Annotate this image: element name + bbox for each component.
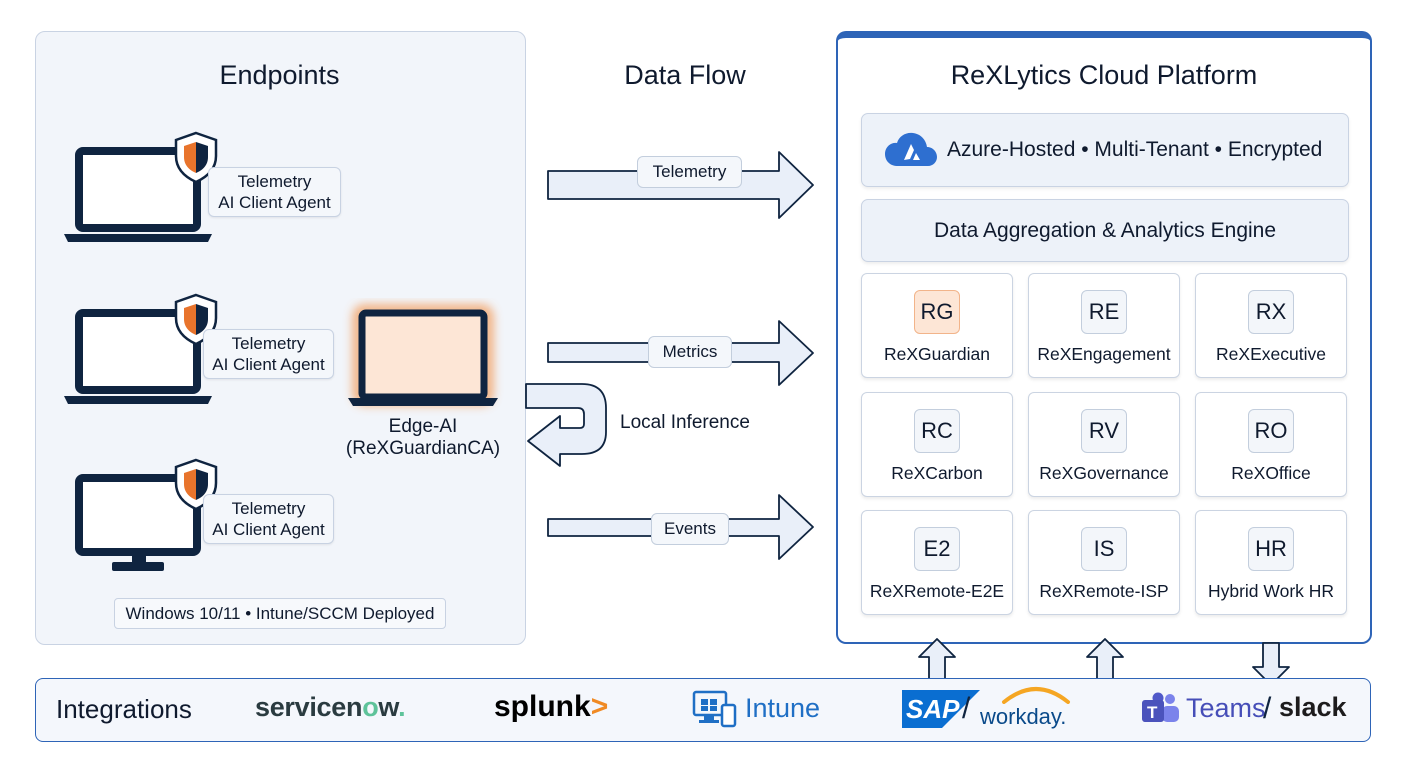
sap-logo-text: SAP (906, 694, 960, 724)
down-arrow-icon (1252, 642, 1290, 686)
edge-ai-laptop-icon (348, 305, 498, 406)
agent-label-line: AI Client Agent (218, 193, 331, 212)
workday-logo[interactable]: workday. (980, 704, 1067, 729)
edge-ai-label: Edge-AI (ReXGuardianCA) (338, 416, 508, 460)
module-name: Hybrid Work HR (1207, 581, 1335, 601)
agent-label-2: Telemetry AI Client Agent (203, 329, 334, 379)
desktop-monitor-icon (75, 474, 201, 571)
agent-label-line: Telemetry (237, 172, 312, 191)
module-tile-reXexecutive[interactable]: RX ReXExecutive (1195, 273, 1347, 378)
edge-ai-subtitle: (ReXGuardianCA) (345, 438, 501, 459)
data-flow-title: Data Flow (624, 60, 746, 90)
agent-label-1: Telemetry AI Client Agent (208, 167, 341, 217)
agent-label-line: Telemetry (231, 334, 306, 353)
intune-devices-icon (692, 690, 737, 728)
servicenow-o: o (362, 692, 379, 722)
splunk-logo[interactable]: splunk> (494, 690, 608, 724)
module-name: ReXRemote-E2E (869, 581, 1005, 601)
module-badge: RO (1248, 409, 1294, 453)
module-badge: IS (1081, 527, 1127, 571)
sap-logo[interactable]: SAP (902, 690, 980, 728)
slack-logo[interactable]: slack (1279, 692, 1347, 722)
local-inference-label: Local Inference (620, 412, 750, 433)
servicenow-text: servicen (255, 692, 363, 722)
local-inference-arrow (525, 383, 607, 467)
module-name: ReXOffice (1231, 463, 1311, 483)
agent-label-line: AI Client Agent (212, 355, 325, 374)
module-badge: HR (1248, 527, 1294, 571)
endpoints-title: Endpoints (219, 60, 340, 90)
module-tile-reXengagement[interactable]: RE ReXEngagement (1028, 273, 1180, 378)
module-name: ReXExecutive (1216, 344, 1326, 364)
teams-logo[interactable]: Teams (1186, 693, 1266, 723)
agent-label-line: Telemetry (231, 499, 306, 518)
module-tile-reXremote-isp[interactable]: IS ReXRemote-ISP (1028, 510, 1180, 615)
teams-icon: T (1142, 692, 1179, 722)
module-tile-reXgovernance[interactable]: RV ReXGovernance (1028, 392, 1180, 497)
splunk-text: splunk (494, 690, 591, 723)
workday-arc-icon (1002, 687, 1070, 704)
servicenow-dot: . (398, 692, 406, 722)
module-tile-reXremote-e2e[interactable]: E2 ReXRemote-E2E (861, 510, 1013, 615)
module-badge: RX (1248, 290, 1294, 334)
events-flow-label: Events (651, 513, 729, 545)
module-name: ReXCarbon (891, 463, 983, 483)
agent-label-line: AI Client Agent (212, 520, 325, 539)
intune-logo-text[interactable]: Intune (745, 693, 821, 723)
metrics-flow-label: Metrics (648, 336, 732, 368)
cloud-title: ReXLytics Cloud Platform (950, 60, 1258, 90)
laptop-icon (64, 309, 212, 404)
module-tile-reXguardian[interactable]: RG ReXGuardian (861, 273, 1013, 378)
hosting-bar: Azure-Hosted • Multi-Tenant • Encrypted (861, 113, 1349, 187)
analytics-engine-bar: Data Aggregation & Analytics Engine (861, 199, 1349, 262)
splunk-chevron: > (590, 690, 609, 723)
module-badge: RC (914, 409, 960, 453)
servicenow-w: w (378, 692, 399, 722)
shield-icon (174, 131, 218, 184)
module-badge: E2 (914, 527, 960, 571)
module-badge: RE (1081, 290, 1127, 334)
hosting-text: Azure-Hosted • Multi-Tenant • Encrypted (947, 138, 1323, 161)
module-name: ReXEngagement (1037, 344, 1171, 364)
module-name: ReXGuardian (883, 344, 991, 364)
logo-separator: / (1263, 692, 1272, 725)
azure-cloud-icon (885, 132, 937, 166)
module-name: ReXRemote-ISP (1039, 581, 1169, 601)
agent-label-3: Telemetry AI Client Agent (203, 494, 334, 544)
module-tile-reXcarbon[interactable]: RC ReXCarbon (861, 392, 1013, 497)
module-tile-reXoffice[interactable]: RO ReXOffice (1195, 392, 1347, 497)
module-badge: RV (1081, 409, 1127, 453)
servicenow-logo[interactable]: servicenow. (255, 692, 406, 723)
telemetry-flow-label: Telemetry (637, 156, 742, 188)
edge-ai-title: Edge-AI (388, 416, 458, 437)
laptop-icon (64, 147, 212, 242)
svg-text:T: T (1147, 703, 1158, 722)
module-tile-hybrid-work-hr[interactable]: HR Hybrid Work HR (1195, 510, 1347, 615)
logo-separator: / (962, 692, 971, 725)
deployment-chip: Windows 10/11 • Intune/SCCM Deployed (114, 598, 446, 629)
up-arrow-icon (1086, 638, 1124, 683)
module-name: ReXGovernance (1039, 463, 1169, 483)
integrations-title: Integrations (56, 694, 192, 724)
up-arrow-icon (918, 638, 956, 683)
module-badge: RG (914, 290, 960, 334)
